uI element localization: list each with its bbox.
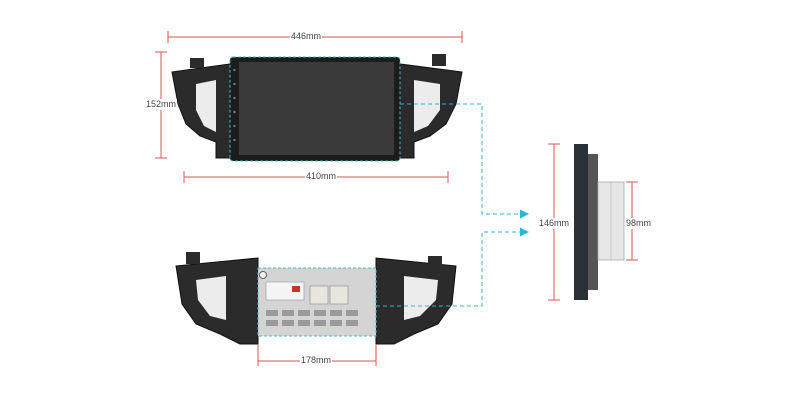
- back-clip-right: [428, 256, 442, 268]
- side-view: [574, 144, 625, 300]
- back-connector-block-b: [329, 285, 349, 305]
- front-screen: [239, 62, 394, 155]
- back-red-marker: [292, 286, 300, 292]
- side-body: [588, 154, 598, 290]
- back-clip-left: [186, 252, 200, 264]
- front-frame-slot-right: [414, 80, 440, 132]
- front-view: [171, 54, 463, 162]
- dimension-chassis-depth: 98mm: [625, 218, 653, 229]
- front-side-buttons: [233, 68, 236, 142]
- back-frame-slot-right: [404, 276, 438, 320]
- back-connector-block-a: [309, 285, 329, 305]
- dimension-mount-width: 410mm: [305, 171, 338, 182]
- side-screen-panel: [574, 144, 588, 300]
- front-frame-slot-left: [196, 80, 216, 132]
- leader-lines: [376, 103, 529, 307]
- back-ground-screw: [259, 271, 267, 279]
- dimension-side-height: 146mm: [538, 218, 571, 229]
- back-connector-row: [266, 310, 358, 326]
- dimension-chassis-width: 178mm: [300, 355, 333, 366]
- leader-front-to-side: [400, 103, 529, 219]
- back-frame-slot-left: [196, 276, 226, 320]
- dimension-overall-height: 152mm: [145, 99, 178, 110]
- dimension-overall-width: 446mm: [290, 31, 323, 42]
- front-clip-right: [432, 54, 446, 66]
- back-view: [175, 252, 457, 345]
- leader-back-to-side: [376, 227, 529, 307]
- front-clip-left: [190, 58, 204, 68]
